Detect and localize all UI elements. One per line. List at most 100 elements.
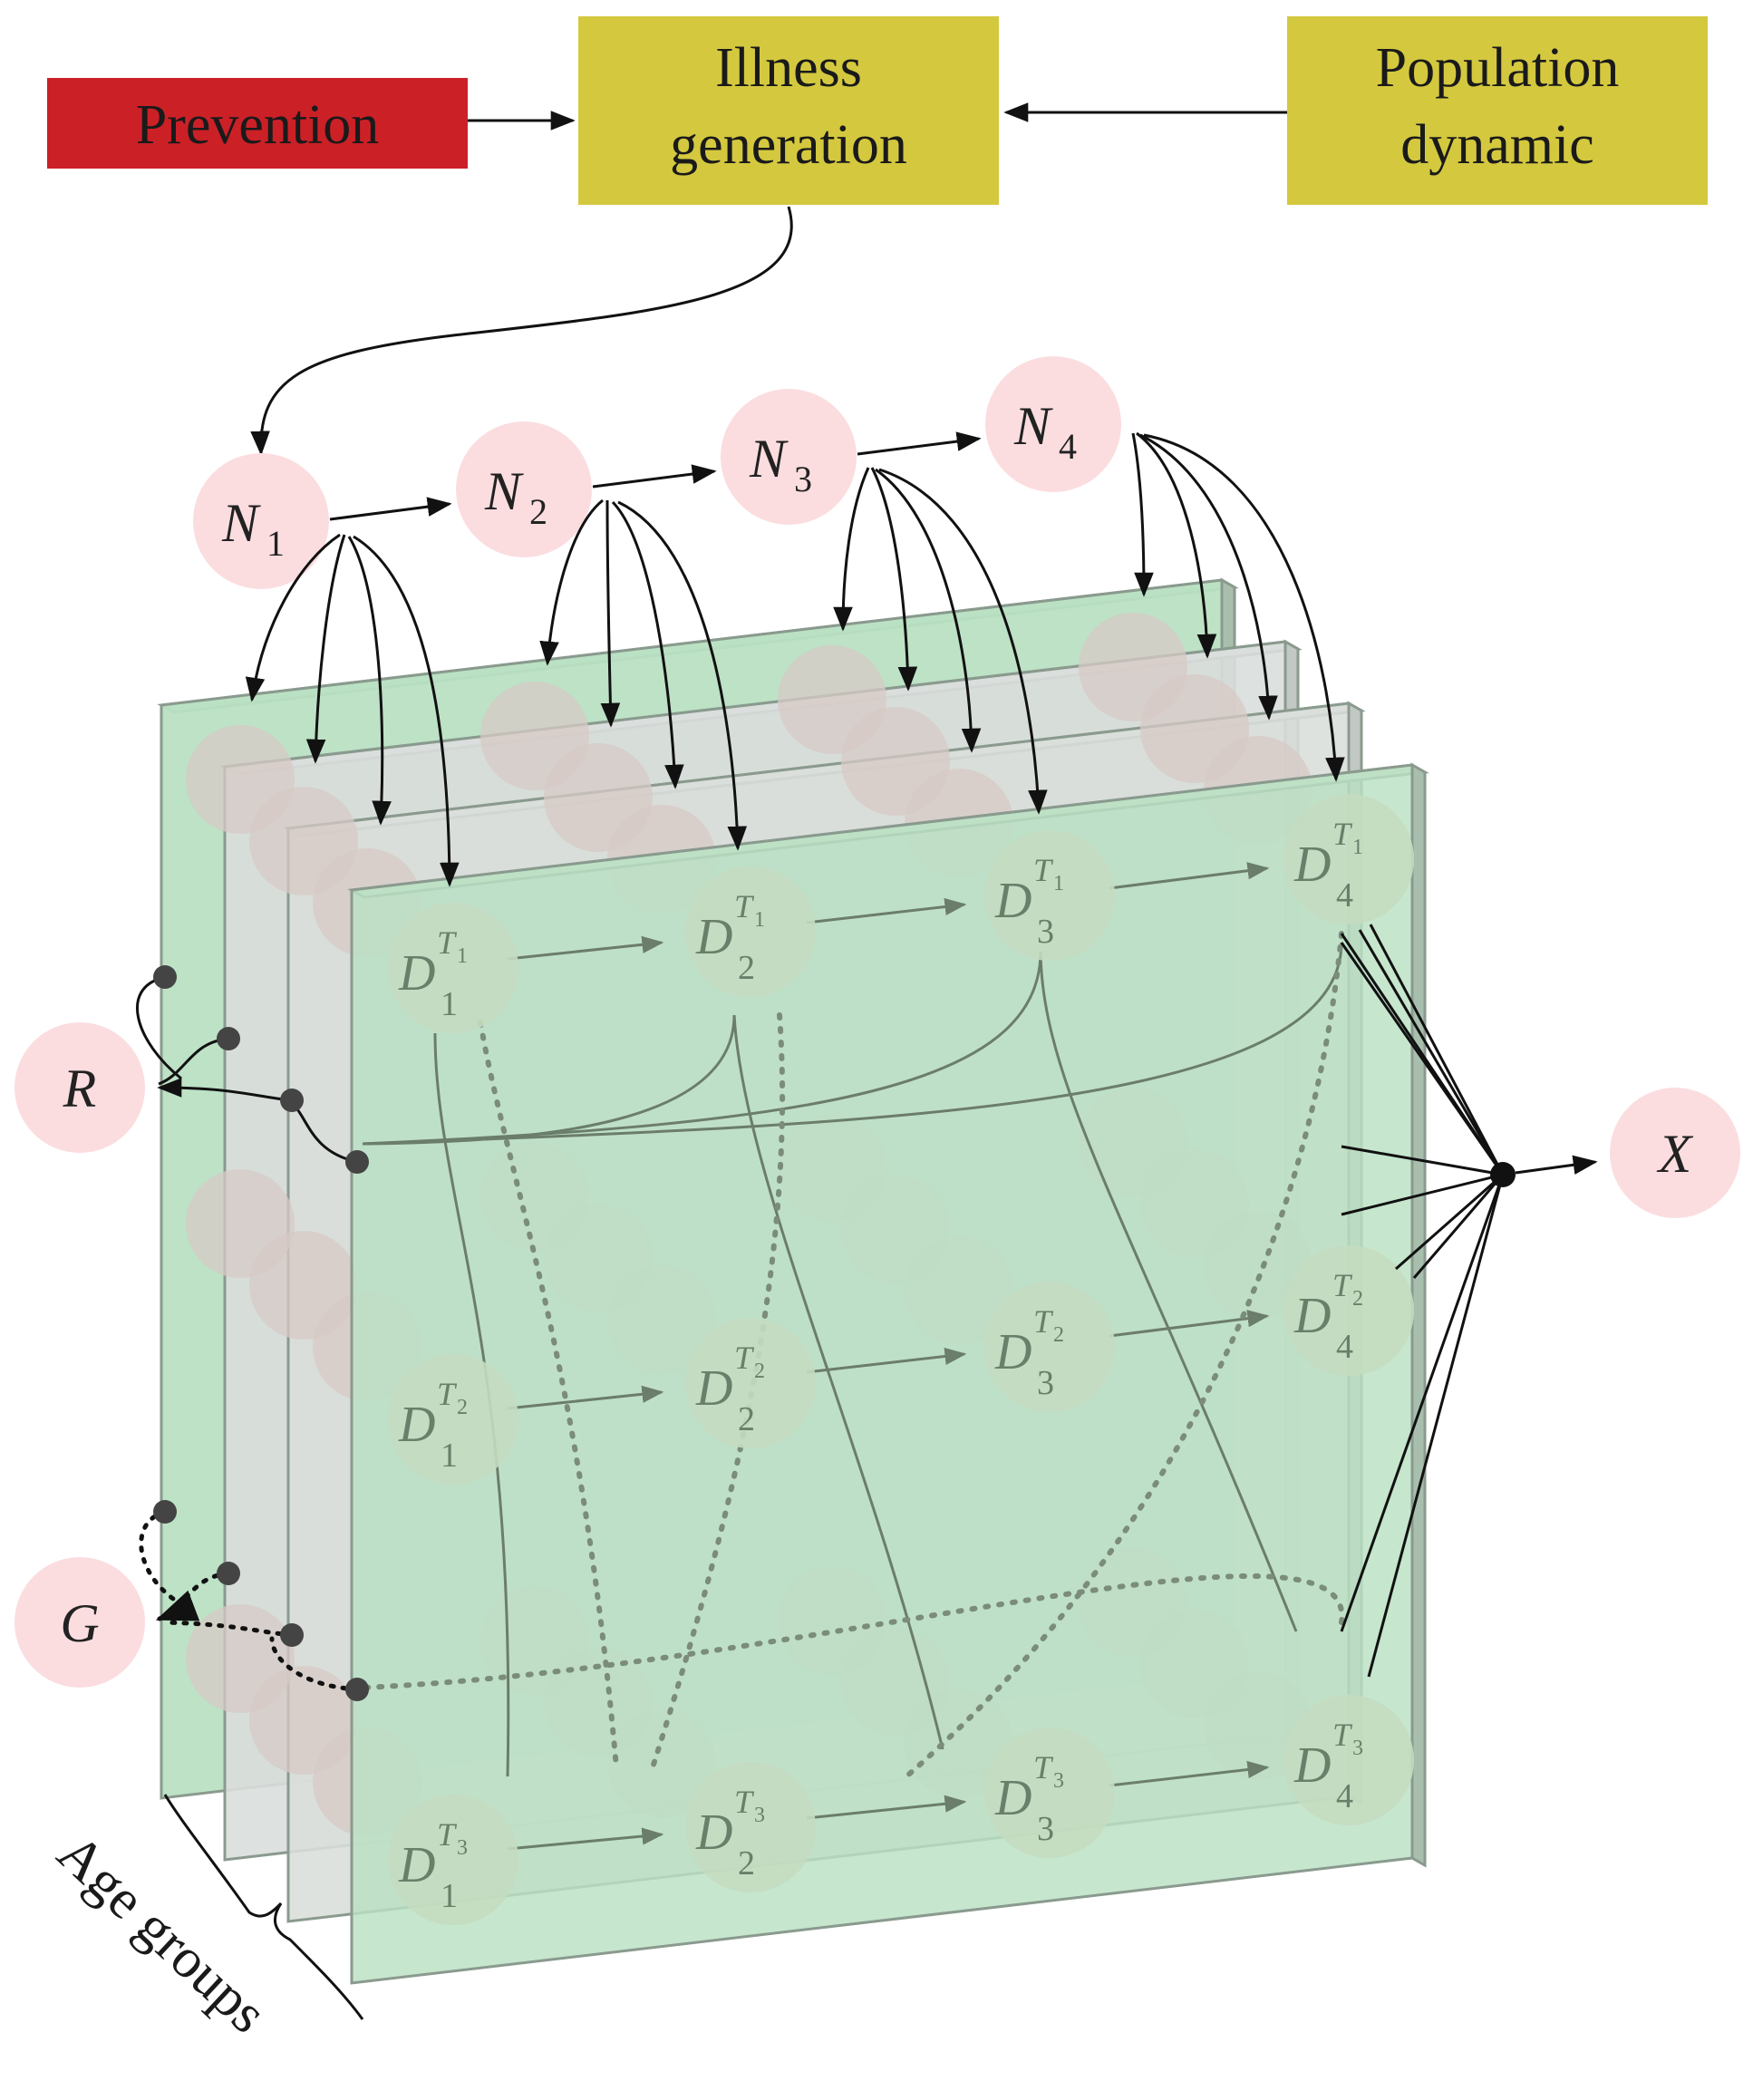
population-dynamic-line2: dynamic <box>1400 114 1594 176</box>
svg-text:2: 2 <box>1352 1287 1363 1311</box>
d-node-t2-4 <box>1283 1245 1414 1376</box>
n-fanout-arrows <box>245 431 1345 887</box>
svg-text:2: 2 <box>1053 1323 1064 1347</box>
svg-text:G: G <box>60 1593 99 1653</box>
svg-text:3: 3 <box>754 1804 765 1827</box>
svg-text:D: D <box>994 873 1031 929</box>
arrow-hub-x <box>1515 1155 1598 1175</box>
svg-text:4: 4 <box>1336 876 1353 915</box>
population-dynamic-line1: Population <box>1376 37 1620 99</box>
age-layers <box>157 577 1429 1985</box>
svg-text:D: D <box>695 909 732 965</box>
svg-text:D: D <box>1293 1737 1331 1794</box>
n-node-4: N 4 <box>985 356 1121 492</box>
svg-text:3: 3 <box>1037 1364 1054 1402</box>
svg-text:2: 2 <box>738 1844 755 1882</box>
svg-text:T: T <box>1033 1749 1054 1785</box>
x-hub <box>1490 1162 1516 1187</box>
age-groups-brace <box>163 1794 364 2020</box>
n-node-2: N 2 <box>456 421 592 557</box>
svg-text:2: 2 <box>529 491 547 532</box>
svg-text:1: 1 <box>1053 872 1064 895</box>
svg-text:3: 3 <box>794 459 812 499</box>
front-layer-dotted-flows <box>360 931 1345 1779</box>
svg-text:4: 4 <box>1336 1328 1353 1366</box>
svg-text:T: T <box>437 924 458 961</box>
svg-text:1: 1 <box>441 985 458 1023</box>
svg-text:D: D <box>1293 837 1331 893</box>
d-node-t3-1 <box>388 1795 518 1925</box>
svg-text:D: D <box>398 1837 435 1893</box>
n-chain-arrows <box>329 431 982 521</box>
svg-text:2: 2 <box>738 1400 755 1438</box>
r-collector <box>136 965 369 1174</box>
svg-text:T: T <box>1332 1267 1353 1303</box>
svg-text:T: T <box>734 888 755 924</box>
svg-text:1: 1 <box>457 944 468 968</box>
d-node-t1-4 <box>1283 794 1414 924</box>
svg-text:D: D <box>398 945 435 1002</box>
svg-text:2: 2 <box>738 949 755 987</box>
svg-text:3: 3 <box>457 1836 468 1860</box>
population-dynamic-box: Population dynamic <box>1287 16 1708 205</box>
d-node-t1-2 <box>685 866 816 997</box>
d-node-t1-3 <box>984 830 1115 961</box>
r-node: R <box>15 1022 145 1153</box>
svg-text:3: 3 <box>1352 1737 1363 1760</box>
svg-text:T: T <box>1332 816 1353 852</box>
d-node-t3-2 <box>685 1762 816 1892</box>
svg-text:T: T <box>734 1340 755 1376</box>
n-node-1: N 1 <box>193 453 329 589</box>
svg-text:1: 1 <box>1352 836 1363 859</box>
n-nodes: N 1 N 2 N 3 N 4 <box>193 356 1121 589</box>
n-node-3: N 3 <box>721 389 857 525</box>
svg-text:3: 3 <box>1037 1810 1054 1848</box>
svg-text:4: 4 <box>1336 1777 1353 1815</box>
svg-text:T: T <box>437 1816 458 1853</box>
g-node: G <box>15 1557 145 1688</box>
svg-text:2: 2 <box>754 1360 765 1383</box>
svg-text:N: N <box>221 493 261 553</box>
prevention-label: Prevention <box>136 94 380 156</box>
illness-generation-rect <box>578 16 999 205</box>
svg-text:D: D <box>398 1397 435 1453</box>
population-dynamic-rect <box>1287 16 1708 205</box>
svg-text:D: D <box>994 1770 1031 1826</box>
d-node-t2-2 <box>685 1318 816 1448</box>
x-node: X <box>1610 1088 1740 1218</box>
g-collector-dots <box>153 1500 369 1701</box>
svg-text:T: T <box>1033 1303 1054 1340</box>
svg-text:1: 1 <box>441 1877 458 1915</box>
d-node-t3-4 <box>1283 1695 1414 1825</box>
svg-text:T: T <box>1332 1717 1353 1753</box>
svg-text:3: 3 <box>1053 1769 1064 1793</box>
illness-generation-line1: Illness <box>715 37 862 99</box>
svg-text:D: D <box>994 1324 1031 1380</box>
svg-text:R: R <box>63 1059 97 1118</box>
prevention-rect <box>47 78 468 169</box>
d-node-t1-1 <box>388 903 518 1033</box>
svg-text:T: T <box>734 1784 755 1820</box>
svg-text:T: T <box>1033 852 1054 888</box>
svg-text:2: 2 <box>457 1396 468 1419</box>
svg-text:1: 1 <box>266 523 285 564</box>
prevention-box: Prevention <box>47 78 468 169</box>
svg-text:1: 1 <box>754 908 765 932</box>
front-layer-flows <box>362 862 1343 1851</box>
svg-text:3: 3 <box>1037 913 1054 951</box>
arrow-illness-n1 <box>250 206 793 456</box>
d-node-t3-3 <box>984 1727 1115 1858</box>
